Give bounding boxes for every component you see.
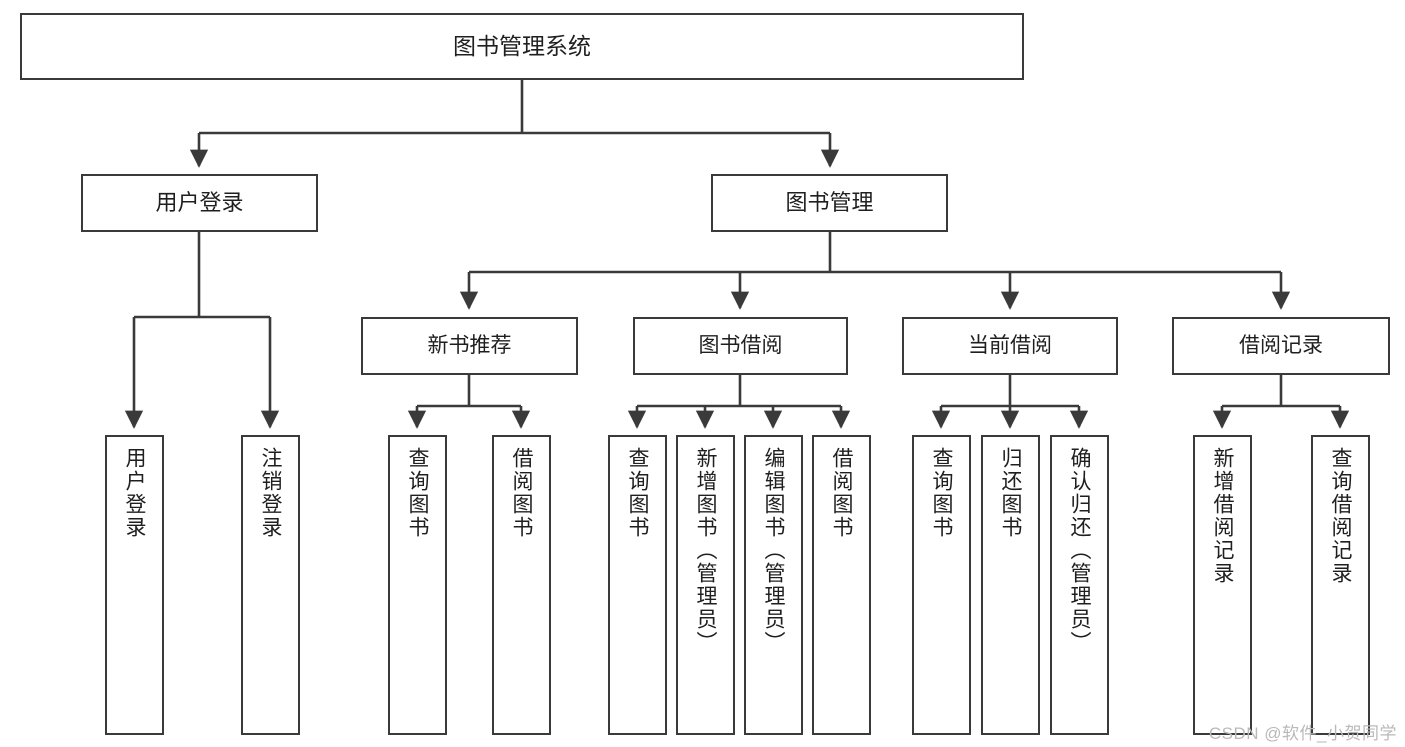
leaf-return-book[interactable]: 归还图书	[981, 435, 1040, 735]
leaf-logout[interactable]: 注销登录	[241, 435, 300, 735]
node-label: 注销登录	[259, 447, 282, 539]
leaf-add-borrow-record[interactable]: 新增借阅记录	[1193, 435, 1252, 735]
node-borrow-record[interactable]: 借阅记录	[1172, 317, 1390, 375]
node-label: 确认归还（管理员）	[1068, 447, 1091, 654]
node-label: 新增借阅记录	[1211, 447, 1234, 585]
node-label: 查询图书	[930, 447, 953, 539]
node-label: 查询图书	[406, 447, 429, 539]
node-label: 借阅图书	[830, 447, 853, 539]
node-book-borrow[interactable]: 图书借阅	[633, 317, 848, 375]
node-label: 图书借阅	[698, 334, 783, 358]
node-label: 查询图书	[626, 447, 649, 539]
leaf-query-book-current[interactable]: 查询图书	[912, 435, 971, 735]
leaf-query-borrow-record[interactable]: 查询借阅记录	[1311, 435, 1370, 735]
leaf-confirm-return-admin[interactable]: 确认归还（管理员）	[1050, 435, 1109, 735]
node-current-borrow[interactable]: 当前借阅	[902, 317, 1118, 375]
leaf-borrow-book[interactable]: 借阅图书	[812, 435, 871, 735]
leaf-user-login[interactable]: 用户登录	[105, 435, 164, 735]
node-label: 当前借阅	[968, 334, 1052, 358]
node-label: 新书推荐	[427, 334, 512, 358]
node-label: 编辑图书（管理员）	[762, 447, 785, 654]
leaf-edit-book-admin[interactable]: 编辑图书（管理员）	[744, 435, 803, 735]
node-label: 借阅记录	[1239, 334, 1323, 358]
node-new-book-recommend[interactable]: 新书推荐	[361, 317, 578, 375]
leaf-query-book-recommend[interactable]: 查询图书	[388, 435, 447, 735]
node-label: 借阅图书	[510, 447, 533, 539]
node-label: 图书管理	[785, 189, 874, 215]
node-label: 归还图书	[999, 447, 1022, 539]
node-label: 新增图书（管理员）	[694, 447, 717, 654]
node-label: 用户登录	[155, 189, 244, 215]
leaf-borrow-book-recommend[interactable]: 借阅图书	[492, 435, 551, 735]
node-root-book-management-system[interactable]: 图书管理系统	[20, 13, 1024, 80]
node-book-management[interactable]: 图书管理	[711, 174, 948, 232]
node-label: 查询借阅记录	[1329, 447, 1352, 585]
node-label: 图书管理系统	[453, 32, 591, 59]
node-label: 用户登录	[123, 447, 146, 539]
leaf-add-book-admin[interactable]: 新增图书（管理员）	[676, 435, 735, 735]
node-user-login[interactable]: 用户登录	[81, 174, 318, 232]
leaf-query-book[interactable]: 查询图书	[608, 435, 667, 735]
